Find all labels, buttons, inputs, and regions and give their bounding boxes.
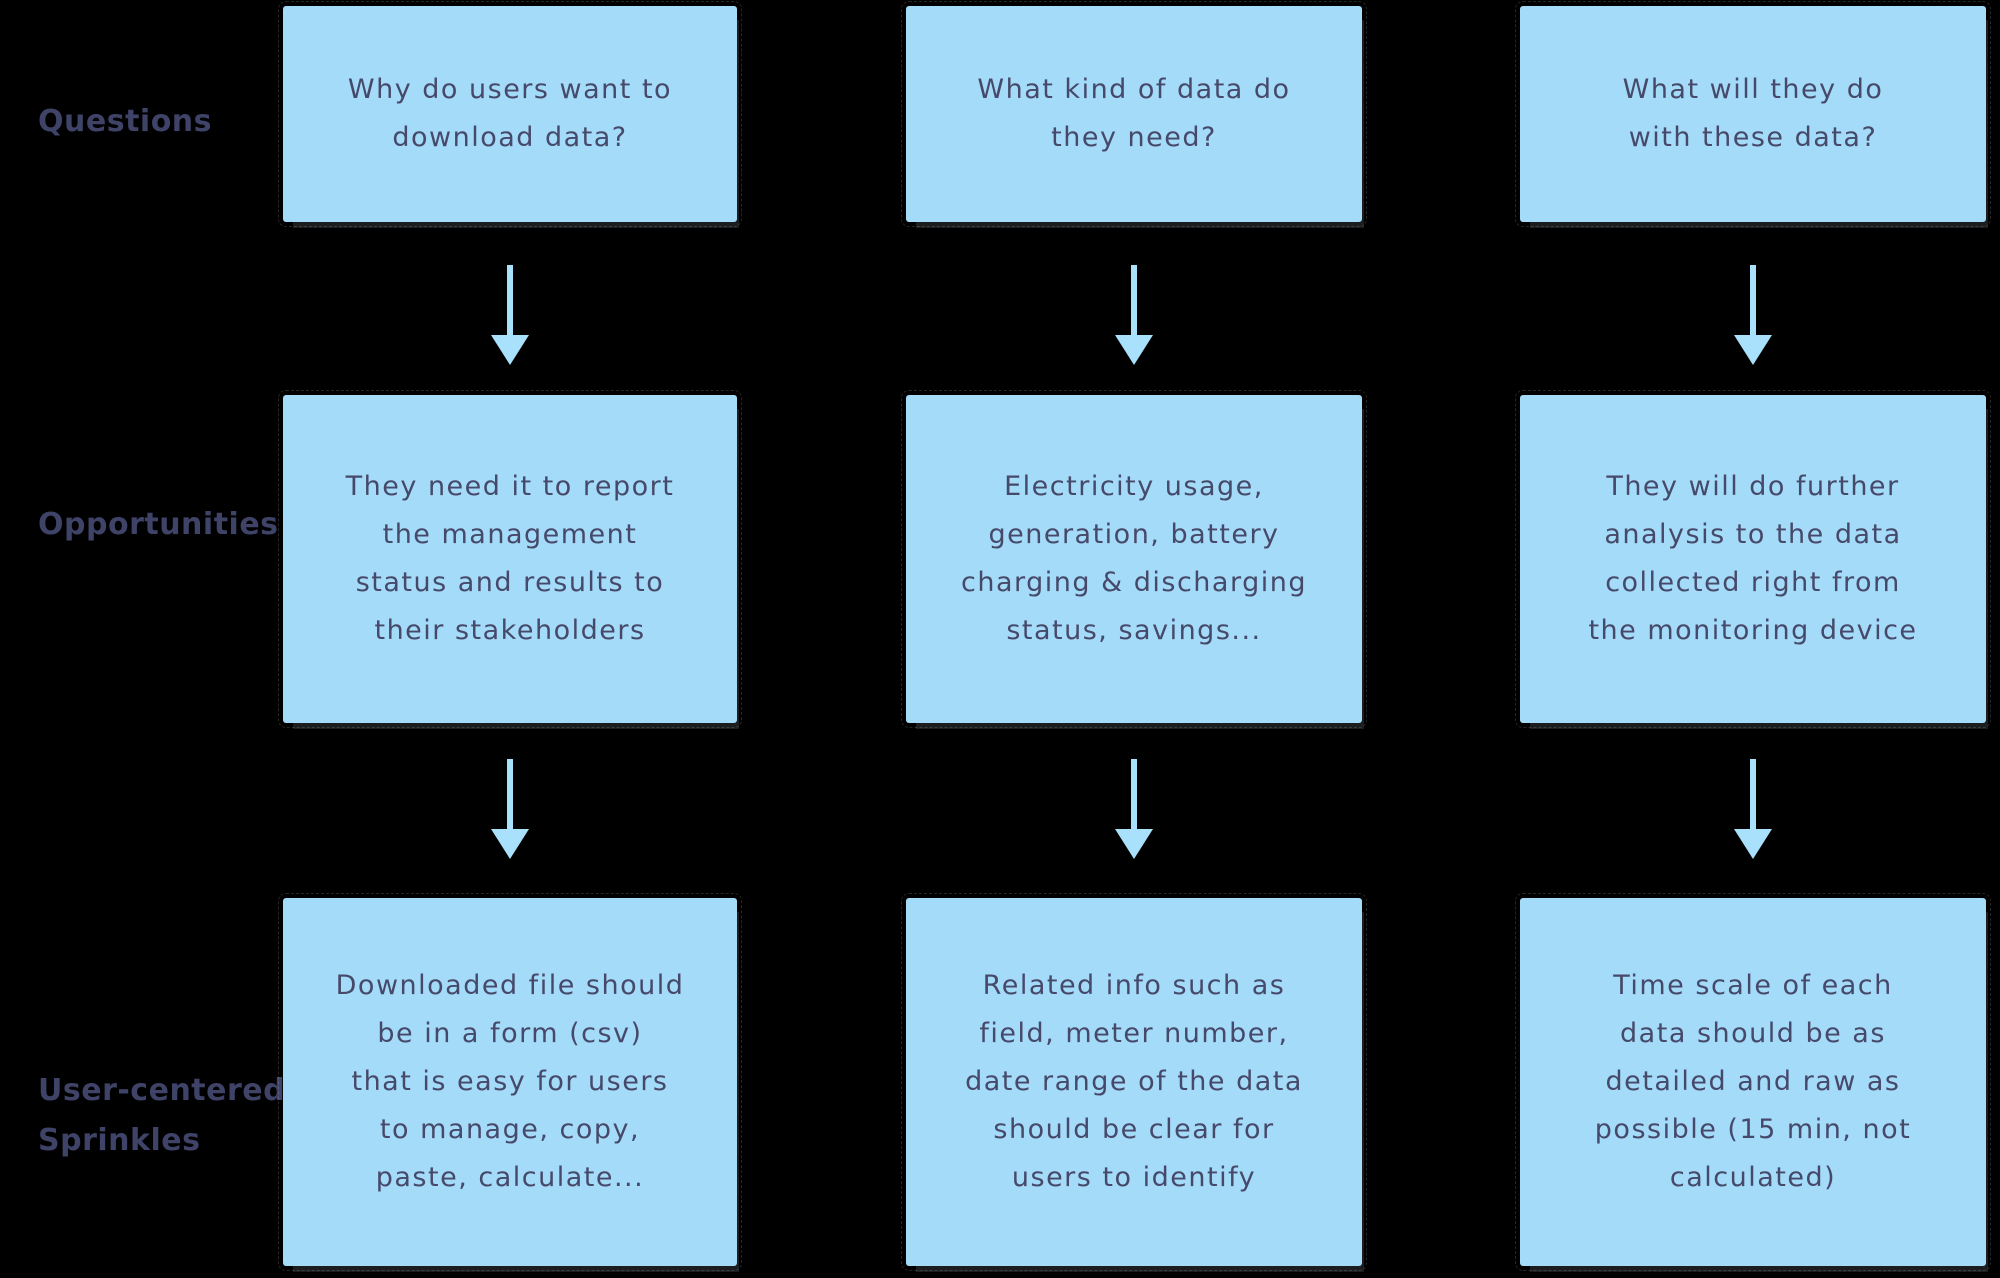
note-text: Downloaded file should be in a form (csv… xyxy=(335,969,685,1194)
note-text: They need it to report the management st… xyxy=(345,470,675,647)
note-text: Electricity usage, generation, battery c… xyxy=(961,470,1307,647)
row-label-questions: Questions xyxy=(38,104,213,139)
sticky-note-opportunity-1: They need it to report the management st… xyxy=(278,390,742,728)
note-text: Time scale of each data should be as det… xyxy=(1594,969,1912,1194)
note-text: What will they do with these data? xyxy=(1622,73,1884,153)
note-text: What kind of data do they need? xyxy=(977,73,1291,153)
sticky-note-sprinkle-1: Downloaded file should be in a form (csv… xyxy=(278,893,742,1271)
sticky-note-question-2: What kind of data do they need? xyxy=(901,1,1367,227)
sticky-note-question-3: What will they do with these data? xyxy=(1515,1,1991,227)
sticky-note-opportunity-2: Electricity usage, generation, battery c… xyxy=(901,390,1367,728)
arrow-down-icon xyxy=(1115,759,1153,859)
sticky-note-sprinkle-2: Related info such as field, meter number… xyxy=(901,893,1367,1271)
arrow-down-icon xyxy=(1115,265,1153,365)
arrow-down-icon xyxy=(1734,759,1772,859)
arrow-down-icon xyxy=(1734,265,1772,365)
arrow-down-icon xyxy=(491,759,529,859)
arrow-down-icon xyxy=(491,265,529,365)
row-label-user-centered-sprinkles: User-centered Sprinkles xyxy=(38,1073,286,1158)
note-text: They will do further analysis to the dat… xyxy=(1588,470,1918,647)
sticky-note-question-1: Why do users want to download data? xyxy=(278,1,742,227)
row-label-opportunities: Opportunities xyxy=(38,507,279,542)
sticky-note-sprinkle-3: Time scale of each data should be as det… xyxy=(1515,893,1991,1271)
sticky-note-opportunity-3: They will do further analysis to the dat… xyxy=(1515,390,1991,728)
note-text: Why do users want to download data? xyxy=(347,73,673,153)
note-text: Related info such as field, meter number… xyxy=(965,969,1303,1194)
